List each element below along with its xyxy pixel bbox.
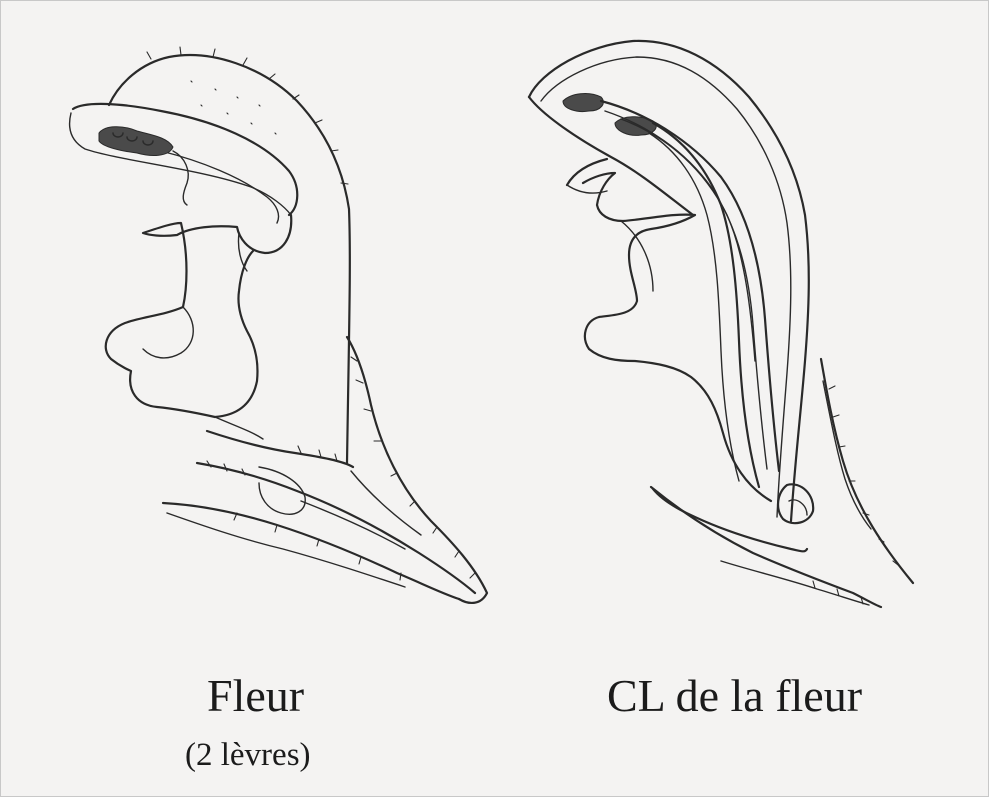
section-ovary: [778, 484, 813, 523]
section-outer-wall: [529, 41, 809, 521]
hood-groove: [161, 151, 279, 223]
section-calyx-wall: [721, 561, 869, 605]
flower-caption: Fleur: [207, 669, 304, 722]
calyx-hairs: [207, 357, 475, 580]
flower-subcaption: (2 lèvres): [185, 737, 311, 774]
upper-lip-hood: [109, 55, 350, 463]
anthers: [99, 127, 173, 156]
section-filament-1: [601, 101, 779, 471]
section-anthers-top: [563, 94, 603, 112]
hood-rim-inner: [70, 113, 291, 215]
flower-illustration: [70, 47, 487, 603]
lower-lip: [106, 215, 292, 417]
hood-rim: [73, 104, 297, 215]
section-filament-1b: [605, 111, 767, 469]
section-throat: [621, 221, 653, 291]
section-calyx-tooth: [821, 359, 913, 583]
calyx-mid-tooth: [197, 463, 475, 593]
lower-lip-lobe: [143, 307, 193, 358]
hood-dots: [191, 81, 276, 134]
calyx-body: [207, 431, 353, 467]
section-caption: CL de la fleur: [607, 669, 862, 722]
section-galea-tip: [529, 97, 693, 215]
calyx-upper-tooth: [347, 337, 487, 603]
section-calyx-base: [651, 487, 881, 607]
flower-section-illustration: [529, 41, 913, 607]
section-outer-wall-inner: [541, 57, 791, 517]
filament: [173, 151, 188, 205]
section-style: [621, 119, 755, 361]
section-filament-2: [653, 123, 759, 487]
